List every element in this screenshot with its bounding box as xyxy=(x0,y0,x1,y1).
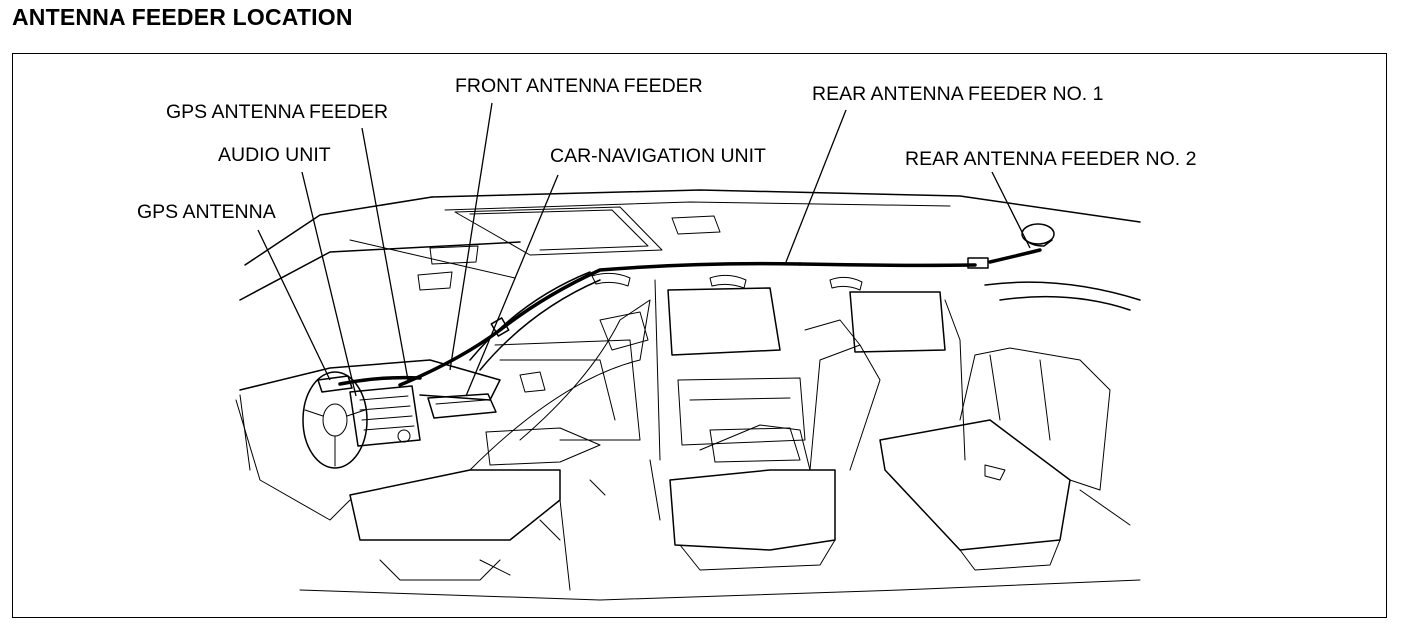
sunroof xyxy=(454,206,663,256)
dome-light xyxy=(671,215,721,235)
rear-antenna-feeder-1-cable xyxy=(798,262,977,268)
page-title: ANTENNA FEEDER LOCATION xyxy=(12,4,353,30)
dashboard xyxy=(239,359,501,401)
label-car-navigation-unit: CAR-NAVIGATION UNIT xyxy=(550,145,766,167)
rear-antenna-feeder-2-cable xyxy=(988,248,1042,264)
gps-antenna-body xyxy=(317,375,353,393)
rear-quarter xyxy=(984,281,1141,311)
front-feeder-connector xyxy=(490,317,510,337)
label-gps-antenna: GPS ANTENNA xyxy=(137,201,276,223)
grab-handle-middle xyxy=(709,274,747,289)
label-rear-antenna-feeder-1: REAR ANTENNA FEEDER NO. 1 xyxy=(812,83,1104,105)
third-row-bench xyxy=(879,419,1071,551)
rear-antenna-base xyxy=(1021,223,1055,245)
gps-antenna-feeder-cable xyxy=(338,375,422,386)
audio-unit-body xyxy=(349,385,421,447)
rearview-mirror xyxy=(417,271,453,291)
second-row-seat xyxy=(669,469,836,551)
grab-handle-rear xyxy=(829,276,863,291)
windshield xyxy=(239,196,521,301)
roof-outline xyxy=(431,189,1141,223)
front-door xyxy=(494,339,641,441)
leader-gps-antenna xyxy=(257,229,331,381)
rear-side-window xyxy=(849,291,946,353)
front-seat xyxy=(349,469,561,541)
grab-handle-front xyxy=(591,272,631,287)
leader-rear-antenna-feeder-2 xyxy=(991,171,1031,249)
rear-feeder-connector xyxy=(967,257,989,269)
leader-rear-antenna-feeder-1 xyxy=(785,109,847,263)
front-antenna-feeder-cable xyxy=(398,261,802,387)
diagram-frame xyxy=(12,53,1387,618)
leader-audio-unit xyxy=(301,171,357,397)
label-gps-antenna-feeder: GPS ANTENNA FEEDER xyxy=(166,101,389,123)
floor-outline xyxy=(299,579,1141,601)
label-rear-antenna-feeder-2: REAR ANTENNA FEEDER NO. 2 xyxy=(905,148,1197,170)
leader-car-navigation-unit xyxy=(465,174,559,397)
overhead-console xyxy=(429,245,479,265)
middle-door-window xyxy=(667,287,781,356)
label-front-antenna-feeder: FRONT ANTENNA FEEDER xyxy=(455,75,703,97)
leader-gps-antenna-feeder xyxy=(361,127,409,381)
label-audio-unit: AUDIO UNIT xyxy=(218,144,331,166)
car-navigation-unit-body xyxy=(427,393,497,419)
a-pillar xyxy=(469,271,601,371)
leader-front-antenna-feeder xyxy=(449,102,493,371)
